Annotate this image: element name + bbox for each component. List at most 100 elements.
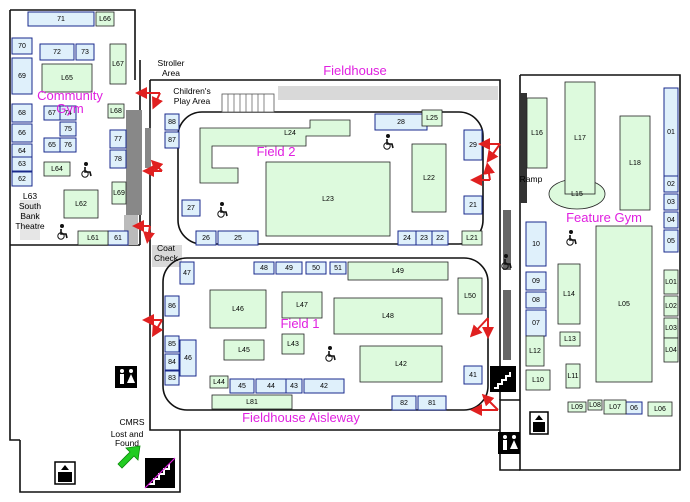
- lot-label: L21: [466, 235, 478, 242]
- booth-label: 73: [81, 49, 89, 56]
- notes-ramp: Ramp: [520, 174, 543, 184]
- booth-label: 21: [469, 202, 477, 209]
- booth-label: 23: [420, 235, 428, 242]
- grey-patch: [20, 200, 40, 240]
- lot-L04: L04: [663, 337, 679, 363]
- booth-71: 71: [27, 11, 95, 27]
- booth-06: 06: [625, 401, 643, 415]
- lot-label: L02: [665, 303, 677, 310]
- lot-L18: L18: [619, 115, 651, 211]
- lot-label: L06: [654, 406, 666, 413]
- booth-label: 10: [532, 241, 540, 248]
- booth-label: 43: [290, 383, 298, 390]
- lot-L06: L06: [647, 401, 673, 417]
- lot-L67: L67: [109, 43, 127, 85]
- lot-label: L13: [564, 336, 576, 343]
- booth-label: 83: [168, 375, 176, 382]
- lot-L17: L17: [564, 81, 596, 195]
- areas-field1: Field 1: [280, 316, 319, 331]
- lot-label: L17: [574, 135, 586, 142]
- wheelchair-icon: [81, 162, 92, 178]
- stairs-icon: [490, 366, 516, 392]
- booth-29: 29: [463, 129, 483, 161]
- booth-83: 83: [164, 370, 180, 386]
- lot-L62: L62: [63, 189, 99, 219]
- lot-L08: L08: [587, 399, 603, 411]
- booth-73: 73: [75, 43, 95, 61]
- booth-62: 62: [11, 171, 33, 187]
- booth-65: 65: [43, 137, 61, 153]
- booth-label: 42: [320, 383, 328, 390]
- lot-L64: L64: [43, 161, 71, 177]
- booth-41: 41: [463, 365, 483, 385]
- booth-label: 65: [48, 142, 56, 149]
- booth-76: 76: [59, 137, 77, 153]
- booth-label: 66: [18, 130, 26, 137]
- lot-label: L44: [213, 379, 225, 386]
- booth-label: 71: [57, 16, 65, 23]
- lot-label: L16: [531, 130, 543, 137]
- elevator-icon: [54, 461, 76, 485]
- lot-L13: L13: [559, 331, 581, 347]
- booth-label: 26: [202, 235, 210, 242]
- booth-label: 88: [168, 119, 176, 126]
- booth-label: 84: [168, 359, 176, 366]
- booth-84: 84: [164, 353, 180, 371]
- booth-68: 68: [11, 103, 33, 123]
- lot-L16: L16: [526, 97, 548, 169]
- direction-arrow-icon: [132, 220, 155, 244]
- areas-field2: Field 2: [256, 144, 295, 159]
- booth-86: 86: [164, 295, 180, 317]
- lot-label: L24: [284, 130, 296, 137]
- booth-label: 46: [184, 355, 192, 362]
- direction-arrow-icon: [142, 314, 164, 338]
- booth-label: 06: [630, 405, 638, 412]
- wheelchair-icon: [57, 224, 68, 240]
- lot-L50: L50: [457, 277, 483, 315]
- areas-feature_gym: Feature Gym: [566, 210, 642, 225]
- booth-26: 26: [195, 230, 217, 246]
- areas-fieldhouse: Fieldhouse: [323, 63, 387, 78]
- booth-label: 25: [234, 235, 242, 242]
- lot-label: L43: [287, 341, 299, 348]
- booth-25: 25: [217, 230, 259, 246]
- booth-61: 61: [107, 230, 129, 246]
- booth-label: 02: [667, 181, 675, 188]
- booth-label: 09: [532, 278, 540, 285]
- booth-label: 81: [428, 400, 436, 407]
- lot-L61: L61: [77, 230, 109, 246]
- booth-42: 42: [303, 378, 345, 394]
- lot-label: L04: [665, 347, 677, 354]
- booth-label: 82: [400, 400, 408, 407]
- booth-10: 10: [525, 221, 547, 267]
- booth-05: 05: [663, 229, 679, 253]
- wheelchair-icon: [217, 202, 228, 218]
- booth-label: 51: [334, 265, 342, 272]
- booth-label: 72: [53, 49, 61, 56]
- lot-label: L64: [51, 166, 63, 173]
- lot-L66: L66: [95, 11, 115, 27]
- lot-label: L49: [392, 268, 404, 275]
- lot-label: L12: [529, 348, 541, 355]
- booth-label: 70: [18, 43, 26, 50]
- booth-label: 44: [267, 383, 275, 390]
- lot-L10: L10: [525, 369, 551, 391]
- booth-77: 77: [109, 129, 127, 149]
- grey-corridor: [278, 86, 498, 100]
- lot-L14: L14: [557, 263, 581, 325]
- booth-72: 72: [39, 43, 75, 61]
- wheelchair-icon: [566, 230, 577, 246]
- booth-70: 70: [11, 37, 33, 55]
- lot-L05: L05: [595, 225, 653, 383]
- booth-label: 08: [532, 297, 540, 304]
- lot-label: L25: [426, 115, 438, 122]
- lot-L23: L23: [265, 161, 391, 237]
- lot-label: L11: [567, 373, 578, 380]
- booth-43: 43: [285, 378, 303, 394]
- booth-49: 49: [275, 261, 303, 275]
